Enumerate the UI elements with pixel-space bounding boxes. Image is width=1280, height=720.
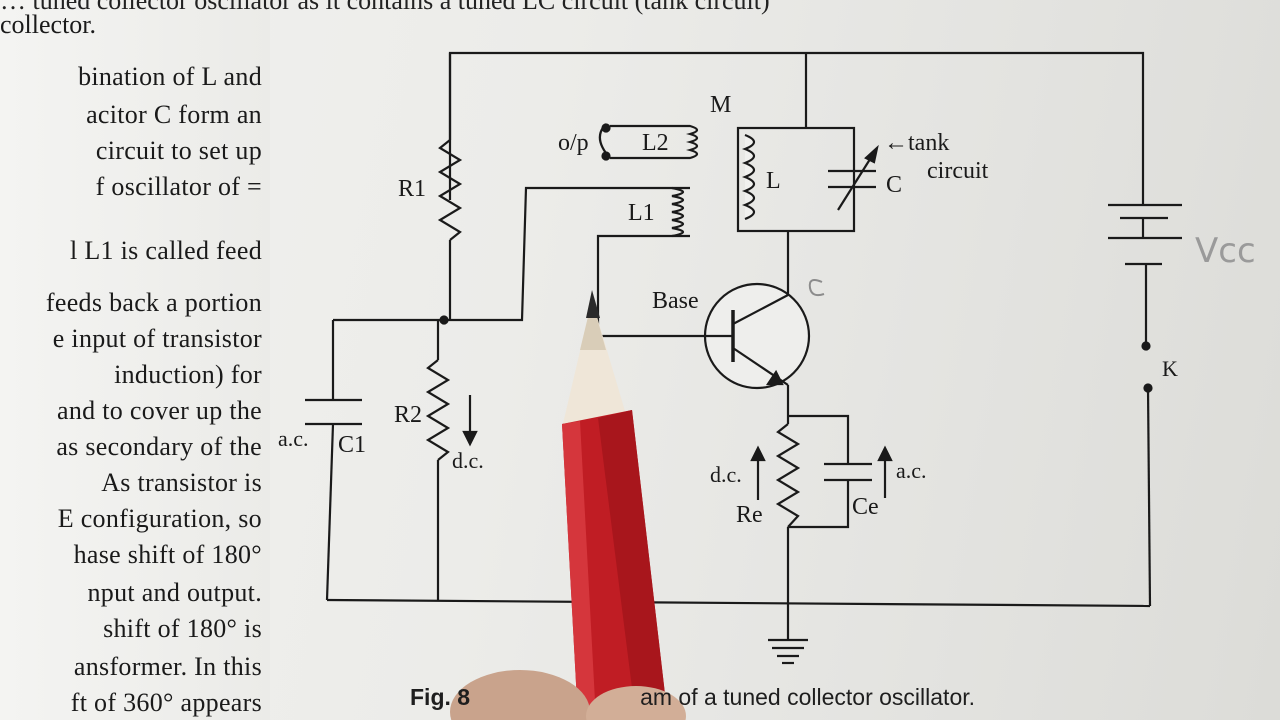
base-label: Base <box>652 288 699 314</box>
dc-re-label: d.c. <box>710 462 742 487</box>
l-label: L <box>766 168 781 194</box>
body-line: as secondary of the <box>56 432 262 461</box>
hand <box>450 670 686 720</box>
body-line: acitor C form an <box>86 100 262 129</box>
l2-label: L2 <box>642 130 669 156</box>
ac-arrow-up <box>877 445 893 462</box>
r2-label: R2 <box>394 402 422 428</box>
tank-label-2: circuit <box>927 158 989 184</box>
body-line: E configuration, so <box>57 504 262 533</box>
body-line: ansformer. In this <box>73 652 262 681</box>
pencil <box>562 290 668 720</box>
body-line: shift of 180° is <box>103 614 262 643</box>
l1-label: L1 <box>628 200 655 226</box>
body-line: and to cover up the <box>57 396 262 425</box>
circuit-wires <box>305 51 1182 665</box>
ce-label: Ce <box>852 494 879 520</box>
c1-label: C1 <box>338 432 366 458</box>
body-line: e input of transistor <box>52 324 262 353</box>
body-line: circuit to set up <box>95 136 262 165</box>
r2-resistor <box>425 359 451 461</box>
vcc-handwritten: Vcc <box>1195 231 1256 271</box>
body-line: hase shift of 180° <box>73 540 262 569</box>
op-terminal-top <box>601 123 611 133</box>
re-label: Re <box>736 502 763 528</box>
tank-circuit-box <box>736 126 856 233</box>
figure-caption: Fig. 8 am of a tuned collector oscillator… <box>410 684 975 711</box>
op-label: o/p <box>558 130 589 156</box>
body-line: ft of 360° appears <box>70 688 262 717</box>
hand-c-mark <box>808 279 825 297</box>
pencil-tip <box>586 290 600 318</box>
body-line: bination of L and <box>78 62 262 91</box>
text-column-background <box>0 0 270 720</box>
pencil-wood <box>562 300 630 428</box>
key-contact-top <box>1141 341 1151 351</box>
body-line: l L1 is called feed <box>70 236 262 265</box>
top-text-line-2: collector. <box>0 10 97 39</box>
op-terminal-bottom <box>601 151 611 161</box>
tank-label-1: ←tank <box>884 130 949 156</box>
ac-ce-label: a.c. <box>896 458 927 483</box>
l1-coil <box>671 186 685 238</box>
figure-caption-text: am of a tuned collector oscillator. <box>640 684 976 710</box>
l-coil <box>741 133 756 221</box>
body-line: feeds back a portion <box>45 288 262 317</box>
c-label: C <box>886 172 902 198</box>
dc-arrow-down <box>462 430 478 447</box>
dc-r2-label: d.c. <box>452 448 484 473</box>
figure-number: Fig. 8 <box>410 684 471 710</box>
body-line: induction) for <box>114 360 262 389</box>
body-line: As transistor is <box>101 468 262 497</box>
r1-label: R1 <box>398 176 426 202</box>
k-label: K <box>1162 356 1178 381</box>
body-line: nput and output. <box>87 578 262 607</box>
c-variable-arrow <box>837 155 873 211</box>
body-line: f oscillator of = <box>95 172 262 201</box>
ac-c1-label: a.c. <box>278 426 309 451</box>
top-text-line: … tuned collector oscillator as it conta… <box>0 0 770 15</box>
dc-arrow-up <box>750 445 766 462</box>
r1-resistor <box>437 139 463 241</box>
re-resistor <box>775 423 801 528</box>
m-label: M <box>710 92 731 118</box>
